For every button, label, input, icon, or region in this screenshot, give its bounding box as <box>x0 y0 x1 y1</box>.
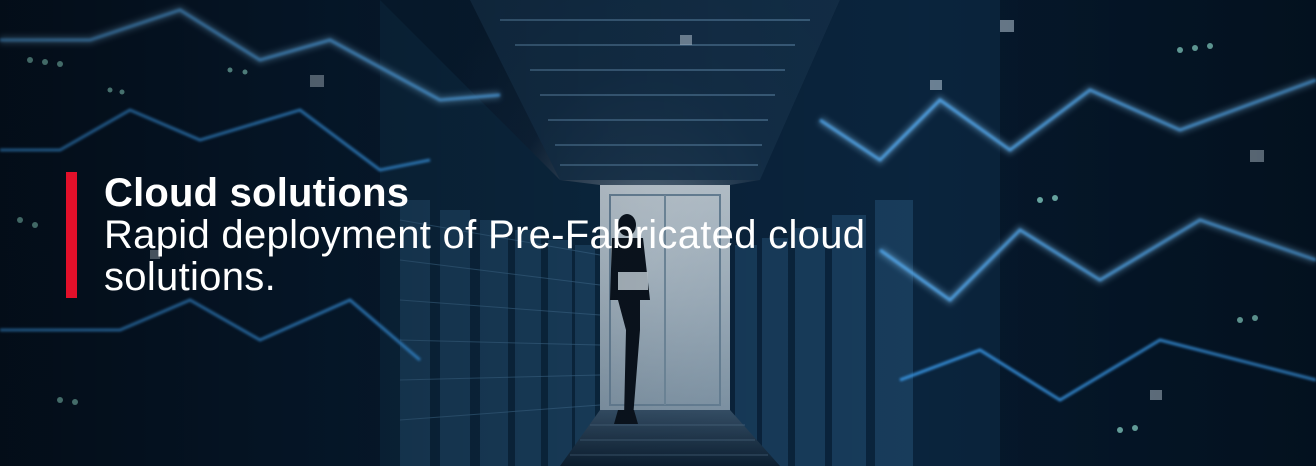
hero-subtitle: Rapid deployment of Pre-Fabricated cloud… <box>104 213 866 299</box>
hero-caption: Cloud solutions Rapid deployment of Pre-… <box>66 172 884 298</box>
hero-title: Cloud solutions <box>104 171 410 215</box>
